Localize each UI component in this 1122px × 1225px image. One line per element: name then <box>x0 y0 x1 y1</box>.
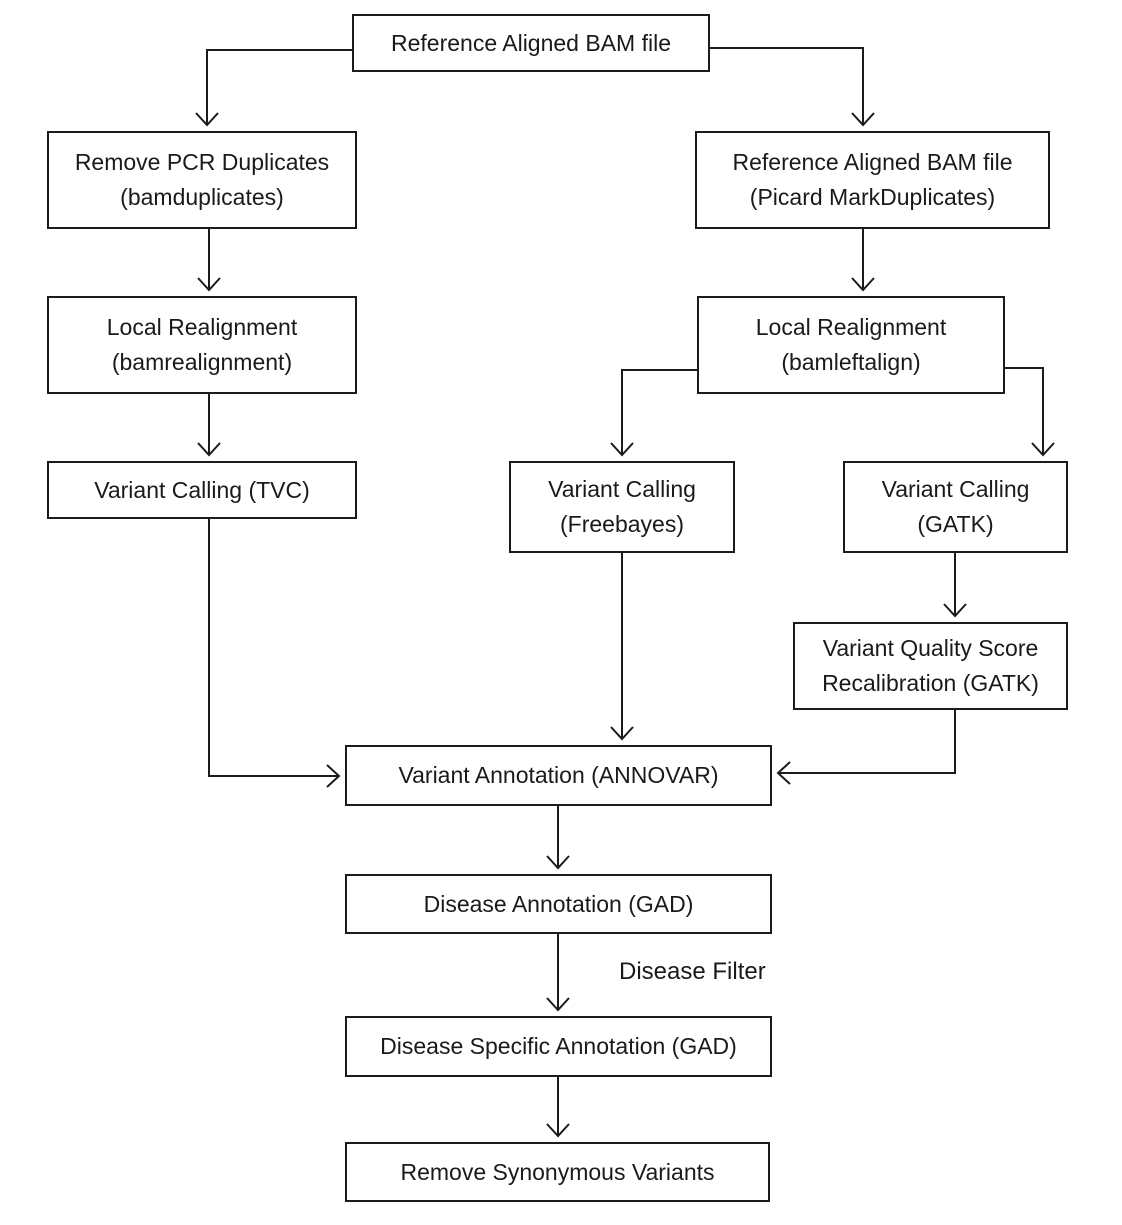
node-variant-calling-gatk: Variant Calling (GATK) <box>843 461 1068 553</box>
node-variant-calling-tvc: Variant Calling (TVC) <box>47 461 357 519</box>
node-local-realignment-bamleftalign: Local Realignment (bamleftalign) <box>697 296 1005 394</box>
node-variant-calling-freebayes: Variant Calling (Freebayes) <box>509 461 735 553</box>
node-remove-synonymous-variants: Remove Synonymous Variants <box>345 1142 770 1202</box>
node-reference-aligned-bam-picard: Reference Aligned BAM file (Picard MarkD… <box>695 131 1050 229</box>
node-label: Variant Annotation (ANNOVAR) <box>398 762 719 789</box>
node-label: Variant Calling (TVC) <box>94 476 310 503</box>
node-label: Local Realignment (bamrealignment) <box>106 314 298 375</box>
node-reference-aligned-bam-file: Reference Aligned BAM file <box>352 14 710 72</box>
node-label: Disease Specific Annotation (GAD) <box>380 1033 737 1060</box>
edge-leftalign-to-gatk <box>1005 367 1055 457</box>
node-label: Local Realignment (bamleftalign) <box>755 314 947 375</box>
node-label: Variant Calling (GATK) <box>881 476 1030 537</box>
node-remove-pcr-duplicates: Remove PCR Duplicates (bamduplicates) <box>47 131 357 229</box>
edge-tvc-to-annovar <box>208 519 341 788</box>
node-label: Disease Annotation (GAD) <box>423 890 694 917</box>
node-label: Reference Aligned BAM file (Picard MarkD… <box>732 149 1013 210</box>
node-variant-quality-score-recalibration: Variant Quality Score Recalibration (GAT… <box>793 622 1068 710</box>
edge-leftalign-to-freebayes <box>610 369 697 457</box>
node-local-realignment-bamrealignment: Local Realignment (bamrealignment) <box>47 296 357 394</box>
node-label: Remove PCR Duplicates (bamduplicates) <box>74 149 330 210</box>
node-label: Reference Aligned BAM file <box>391 29 671 56</box>
edge-label-disease-filter: Disease Filter <box>619 958 766 985</box>
node-variant-annotation-annovar: Variant Annotation (ANNOVAR) <box>345 745 772 806</box>
edge-refbam-to-removepcr <box>195 49 352 127</box>
node-disease-specific-annotation-gad: Disease Specific Annotation (GAD) <box>345 1016 772 1077</box>
node-label: Variant Quality Score Recalibration (GAT… <box>822 635 1039 696</box>
node-disease-annotation-gad: Disease Annotation (GAD) <box>345 874 772 934</box>
node-label: Remove Synonymous Variants <box>400 1158 715 1185</box>
node-label: Variant Calling (Freebayes) <box>548 476 696 537</box>
edge-refbam-to-picard <box>710 47 875 127</box>
edge-vqsr-to-annovar <box>776 710 956 785</box>
